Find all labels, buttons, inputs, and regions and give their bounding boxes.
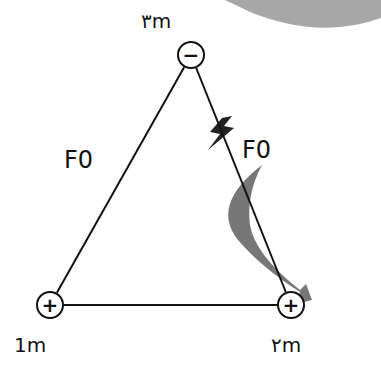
lightning-bolt: [208, 116, 234, 150]
charge-sign: −: [183, 45, 200, 65]
charge-circle: −۳m: [177, 41, 205, 69]
charge-circle: +۲m: [277, 291, 305, 319]
mass-label: ۳m: [141, 11, 171, 31]
mass-label: 1m: [14, 335, 46, 355]
force-label: F0: [240, 138, 273, 162]
charge-sign: +: [283, 295, 300, 315]
triangle-side: [57, 67, 184, 293]
triangle-side: [196, 68, 286, 292]
triangle-side: [64, 304, 277, 306]
mass-label: ۲m: [271, 335, 301, 355]
force-label: F0: [62, 148, 95, 172]
shaded-smudge: [225, 0, 381, 28]
charge-sign: +: [42, 295, 59, 315]
curved-arrow: [228, 165, 312, 304]
charge-circle: +1m: [36, 291, 64, 319]
